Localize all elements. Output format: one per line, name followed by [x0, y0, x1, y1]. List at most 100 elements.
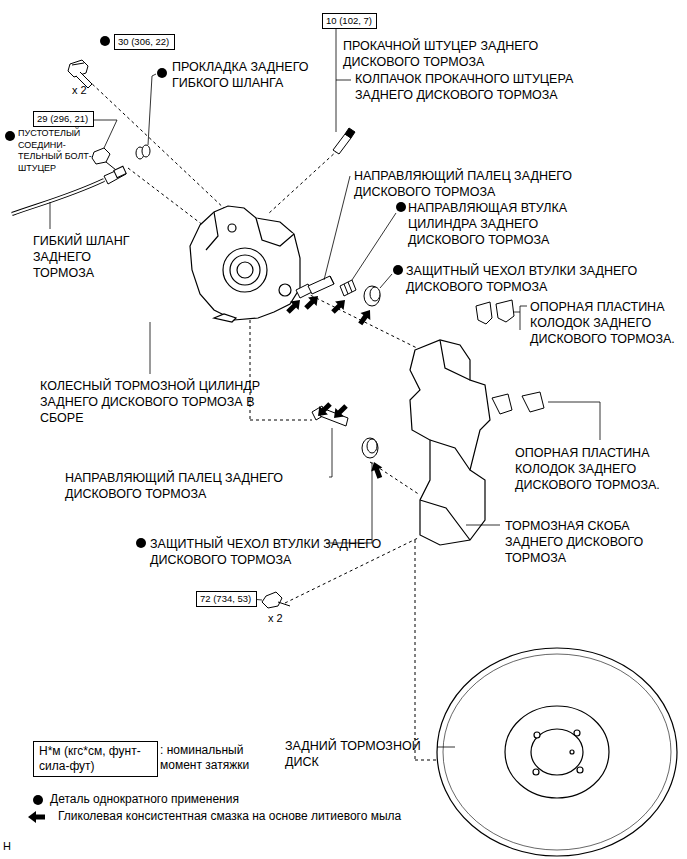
- union-bolt-symbol: [106, 162, 116, 170]
- brake-disc: [437, 648, 677, 856]
- part-label: : номинальный момент затяжки: [160, 743, 265, 773]
- part-label: ГИБКИЙ ШЛАНГ ЗАДНЕГО ТОРМОЗА: [33, 233, 143, 281]
- bushing: [340, 280, 356, 296]
- pad-support-plate: [496, 300, 514, 322]
- caliper-body: [206, 212, 294, 250]
- grease-arrows: [355, 307, 375, 328]
- lower-boot: [362, 438, 378, 458]
- part-label: ЗАДНИЙ ТОРМОЗНОЙ ДИСК: [285, 738, 435, 770]
- brake-disc: [505, 706, 609, 798]
- boot: [364, 286, 380, 306]
- brake-bracket: [420, 340, 470, 540]
- part-label: ОПОРНАЯ ПЛАСТИНА КОЛОДОК ЗАДНЕГО ДИСКОВО…: [530, 299, 678, 347]
- bleeder-screw: [333, 134, 351, 154]
- caliper-body: [223, 248, 267, 292]
- leader-lines: [380, 274, 392, 288]
- bleeder-screw: [345, 128, 355, 138]
- leader-lines: [150, 322, 151, 374]
- part-label: ОПОРНАЯ ПЛАСТИНА КОЛОДОК ЗАДНЕГО ДИСКОВО…: [515, 445, 663, 493]
- boot: [370, 287, 380, 301]
- grease-arrows: [284, 296, 305, 317]
- grease-arrows: [314, 400, 335, 421]
- bushing: [344, 284, 348, 294]
- caliper-body: [230, 255, 260, 285]
- brake-disc: [577, 767, 583, 773]
- bolt-symbol: [262, 592, 282, 608]
- bolt-symbol: [68, 60, 92, 88]
- caliper-body: [214, 314, 236, 322]
- single-use-dot: [136, 538, 146, 548]
- brake-hose: [12, 166, 126, 214]
- note-label: H: [3, 838, 11, 854]
- union-bolt-symbol: [92, 148, 116, 170]
- part-label: КОЛЕСНЫЙ ТОРМОЗНОЙ ЦИЛИНДР ЗАДНЕГО ДИСКО…: [40, 378, 266, 426]
- dashed-assembly-lines: [88, 80, 228, 212]
- leader-lines: [352, 213, 396, 280]
- brake-bracket: [410, 340, 490, 545]
- torque-value: Н*м (кгс*см, фунт-сила-фут): [39, 744, 151, 774]
- lower-boot: [367, 439, 377, 453]
- leader-lines: [548, 402, 600, 440]
- brake-disc: [443, 654, 671, 850]
- bolt-symbol: [72, 63, 84, 65]
- guide-pin: [296, 276, 334, 298]
- boot: [364, 286, 380, 306]
- pad-support-plate: [476, 302, 492, 324]
- part-label: ЗАЩИТНЫЙ ЧЕХОЛ ВТУЛКИ ЗАДНЕГО ДИСКОВОГО …: [406, 263, 646, 295]
- torque-box: 29 (296, 21): [33, 111, 94, 127]
- brake-disc: [531, 729, 583, 775]
- brake-hose: [114, 166, 126, 177]
- leader-lines: [437, 747, 455, 748]
- union-bolt-symbol: [92, 148, 110, 164]
- single-use-dot: [393, 265, 403, 275]
- caliper-body: [190, 206, 300, 320]
- caliper-body: [190, 206, 300, 322]
- single-use-dot: [5, 36, 406, 805]
- lower-boot: [362, 438, 378, 458]
- torque-box: 30 (306, 22): [114, 34, 175, 50]
- dashed-assembly-lines: [415, 540, 416, 760]
- legend-text: Деталь однократного применения: [50, 792, 239, 807]
- grease-arrows: [302, 292, 323, 313]
- guide-pin: [308, 276, 334, 294]
- note-label: x 2: [268, 610, 283, 626]
- part-label: ЗАЩИТНЫЙ ЧЕХОЛ ВТУЛКИ ЗАДНЕГО ДИСКОВОГО …: [150, 536, 388, 568]
- caliper-body: [279, 284, 291, 296]
- bolt-symbol: [278, 602, 290, 606]
- legend-text: Гликолевая консистентная смазка на основ…: [58, 809, 401, 824]
- single-use-dot: [396, 202, 406, 212]
- pad-support-plate: [492, 394, 512, 414]
- part-label: НАПРАВЛЯЮЩАЯ ВТУЛКА ЦИЛИНДРА ЗАДНЕГО ДИС…: [408, 200, 593, 248]
- single-use-dot: [33, 795, 43, 805]
- dashed-assembly-lines: [128, 168, 212, 232]
- bushing: [348, 282, 352, 292]
- brake-hose: [12, 180, 104, 214]
- gasket-symbol: [136, 145, 150, 159]
- part-label: КОЛПАЧОК ПРОКАЧНОГО ШТУЦЕРА ЗАДНЕГО ДИСК…: [355, 71, 610, 103]
- torque-box: 10 (102, 7): [322, 13, 377, 29]
- part-label: ПРОКЛАДКА ЗАДНЕГО ГИБКОГО ШЛАНГА: [172, 59, 337, 91]
- caliper-body: [237, 262, 253, 278]
- torque-value: 29 (296, 21): [37, 113, 90, 125]
- dashed-assembly-lines: [250, 420, 312, 421]
- grease-arrows: [284, 292, 386, 480]
- leader-lines: [148, 74, 156, 145]
- part-label: ТОРМОЗНАЯ СКОБА ЗАДНЕГО ДИСКОВОГО ТОРМОЗ…: [505, 518, 645, 566]
- leader-lines: [336, 80, 351, 81]
- part-label: ПРОКАЧНОЙ ШТУЦЕР ЗАДНЕГО ДИСКОВОГО ТОРМО…: [343, 38, 573, 70]
- torque-value: 10 (102, 7): [326, 15, 373, 27]
- dashed-assembly-lines: [300, 290, 425, 352]
- brake-bracket: [410, 340, 490, 545]
- single-use-dot: [100, 36, 110, 46]
- bolt-symbol: [262, 592, 290, 608]
- legend-grease-arrow: [28, 811, 45, 823]
- leader-lines: [514, 312, 520, 313]
- brake-disc: [534, 732, 540, 738]
- part-label: ПУСТОТЕЛЫЙ СОЕДИНИ- ТЕЛЬНЫЙ БОЛТ-ШТУЦЕР: [18, 128, 98, 174]
- torque-value: 72 (734, 53): [200, 593, 253, 605]
- grease-arrows: [329, 296, 350, 317]
- leader-lines: [50, 202, 51, 229]
- leader-lines: [329, 428, 332, 477]
